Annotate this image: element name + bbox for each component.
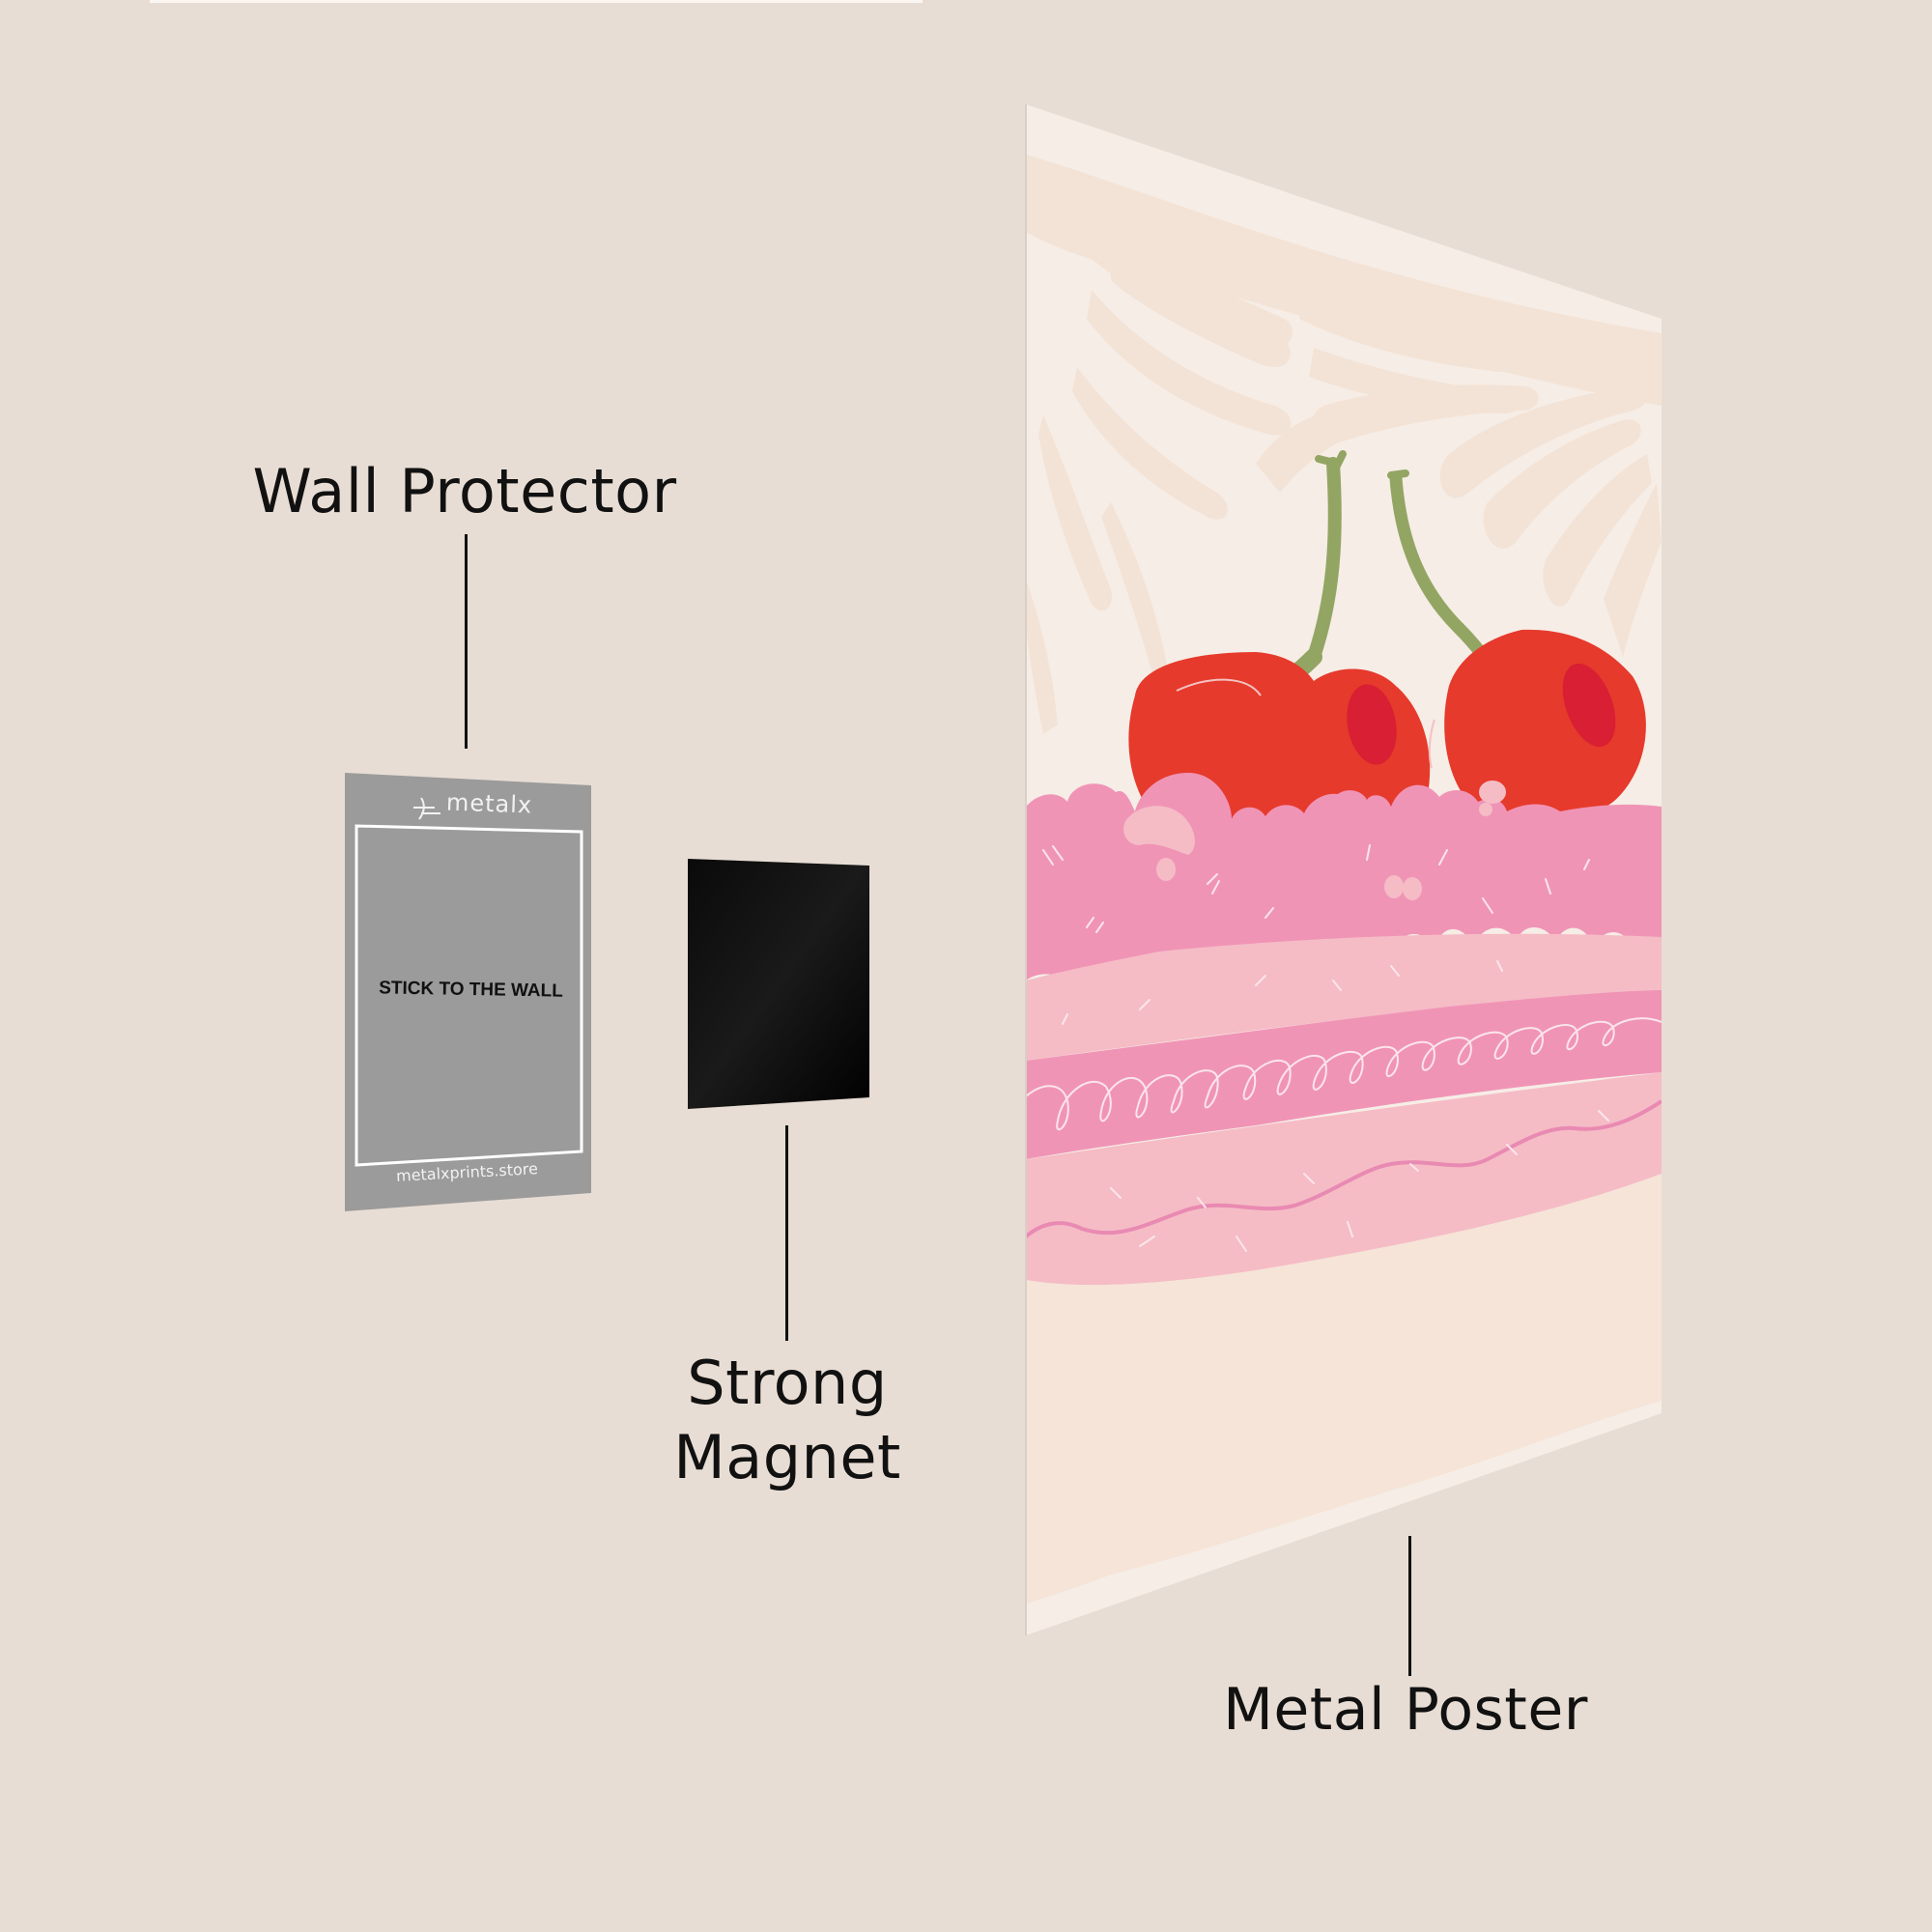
frosting-layer xyxy=(1026,773,1662,990)
metal-poster-label: Metal Poster xyxy=(1223,1676,1588,1744)
protector-brand-logo: metalx xyxy=(445,788,533,819)
sprinkles xyxy=(1042,844,1609,1252)
metalx-logo-icon xyxy=(413,797,440,820)
protector-center-text: STICK TO THE WALL xyxy=(378,978,564,1002)
strong-magnet-label-line1: Strong xyxy=(687,1348,888,1418)
filling-layer xyxy=(1026,990,1662,1159)
wall-protector-card xyxy=(345,773,591,1211)
cake-base xyxy=(1026,1174,1662,1604)
sponge-layer-lower xyxy=(1026,1072,1662,1286)
wavy-line xyxy=(1026,1099,1662,1238)
wall-protector-label: Wall Protector xyxy=(252,456,677,526)
sponge-layer-upper xyxy=(1026,933,1662,1061)
metal-poster xyxy=(1025,104,1662,1635)
magnet-leader-line xyxy=(785,1125,788,1341)
poster-leader-line xyxy=(1408,1536,1411,1676)
wall-protector-leader-line xyxy=(465,534,468,749)
cherry-right xyxy=(1428,629,1646,824)
strong-magnet-label: Strong Magnet xyxy=(594,1346,980,1494)
loop-decoration xyxy=(1026,1017,1662,1131)
magnet-plate xyxy=(688,859,869,1109)
strong-magnet-label-line2: Magnet xyxy=(673,1422,901,1492)
top-edge-strip xyxy=(150,0,923,3)
